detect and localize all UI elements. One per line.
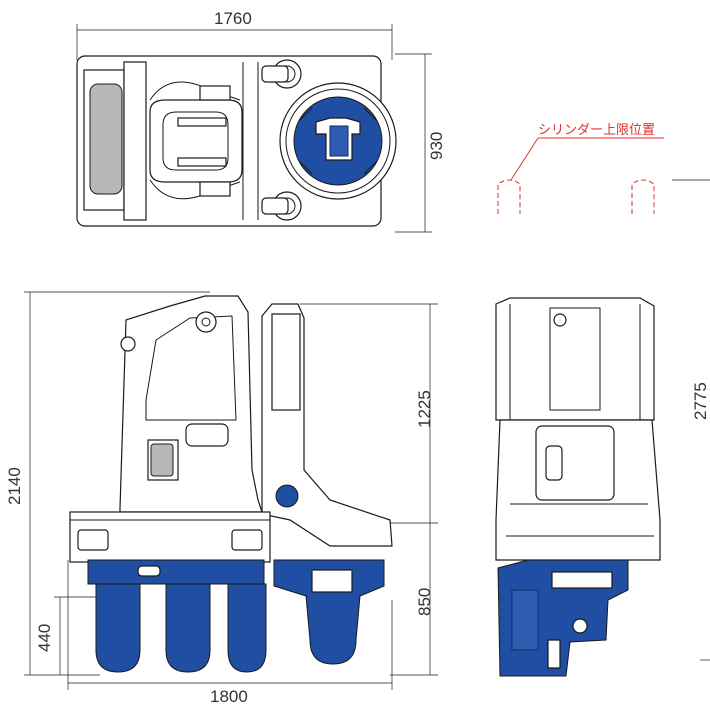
cylinder-limit-label: シリンダー上限位置 bbox=[538, 122, 655, 137]
counterweight-block bbox=[89, 83, 123, 195]
claw-left bbox=[95, 583, 141, 673]
claw-beam bbox=[87, 559, 265, 585]
cylinder-limit-annotation: シリンダー上限位置 bbox=[497, 122, 710, 214]
dim-lower-height: 850 bbox=[415, 588, 434, 616]
dim-top-width: 1760 bbox=[214, 9, 252, 28]
dim-overall-height: 2140 bbox=[5, 467, 24, 505]
dim-upper-height: 1225 bbox=[415, 390, 434, 428]
rotary-head-front bbox=[273, 559, 385, 665]
dim-bottom-width: 1800 bbox=[210, 687, 248, 706]
column-pin bbox=[275, 484, 299, 508]
dim-top-depth: 930 bbox=[427, 132, 446, 160]
dim-side-height: 2775 bbox=[691, 382, 710, 420]
side-view: 2775 bbox=[495, 297, 710, 677]
claw-right bbox=[227, 583, 267, 673]
top-view: 1760 930 bbox=[76, 9, 446, 233]
claw-middle bbox=[165, 583, 211, 673]
dim-jaw-height: 440 bbox=[35, 624, 54, 652]
front-view: 2140 1225 850 440 1800 bbox=[5, 291, 438, 706]
